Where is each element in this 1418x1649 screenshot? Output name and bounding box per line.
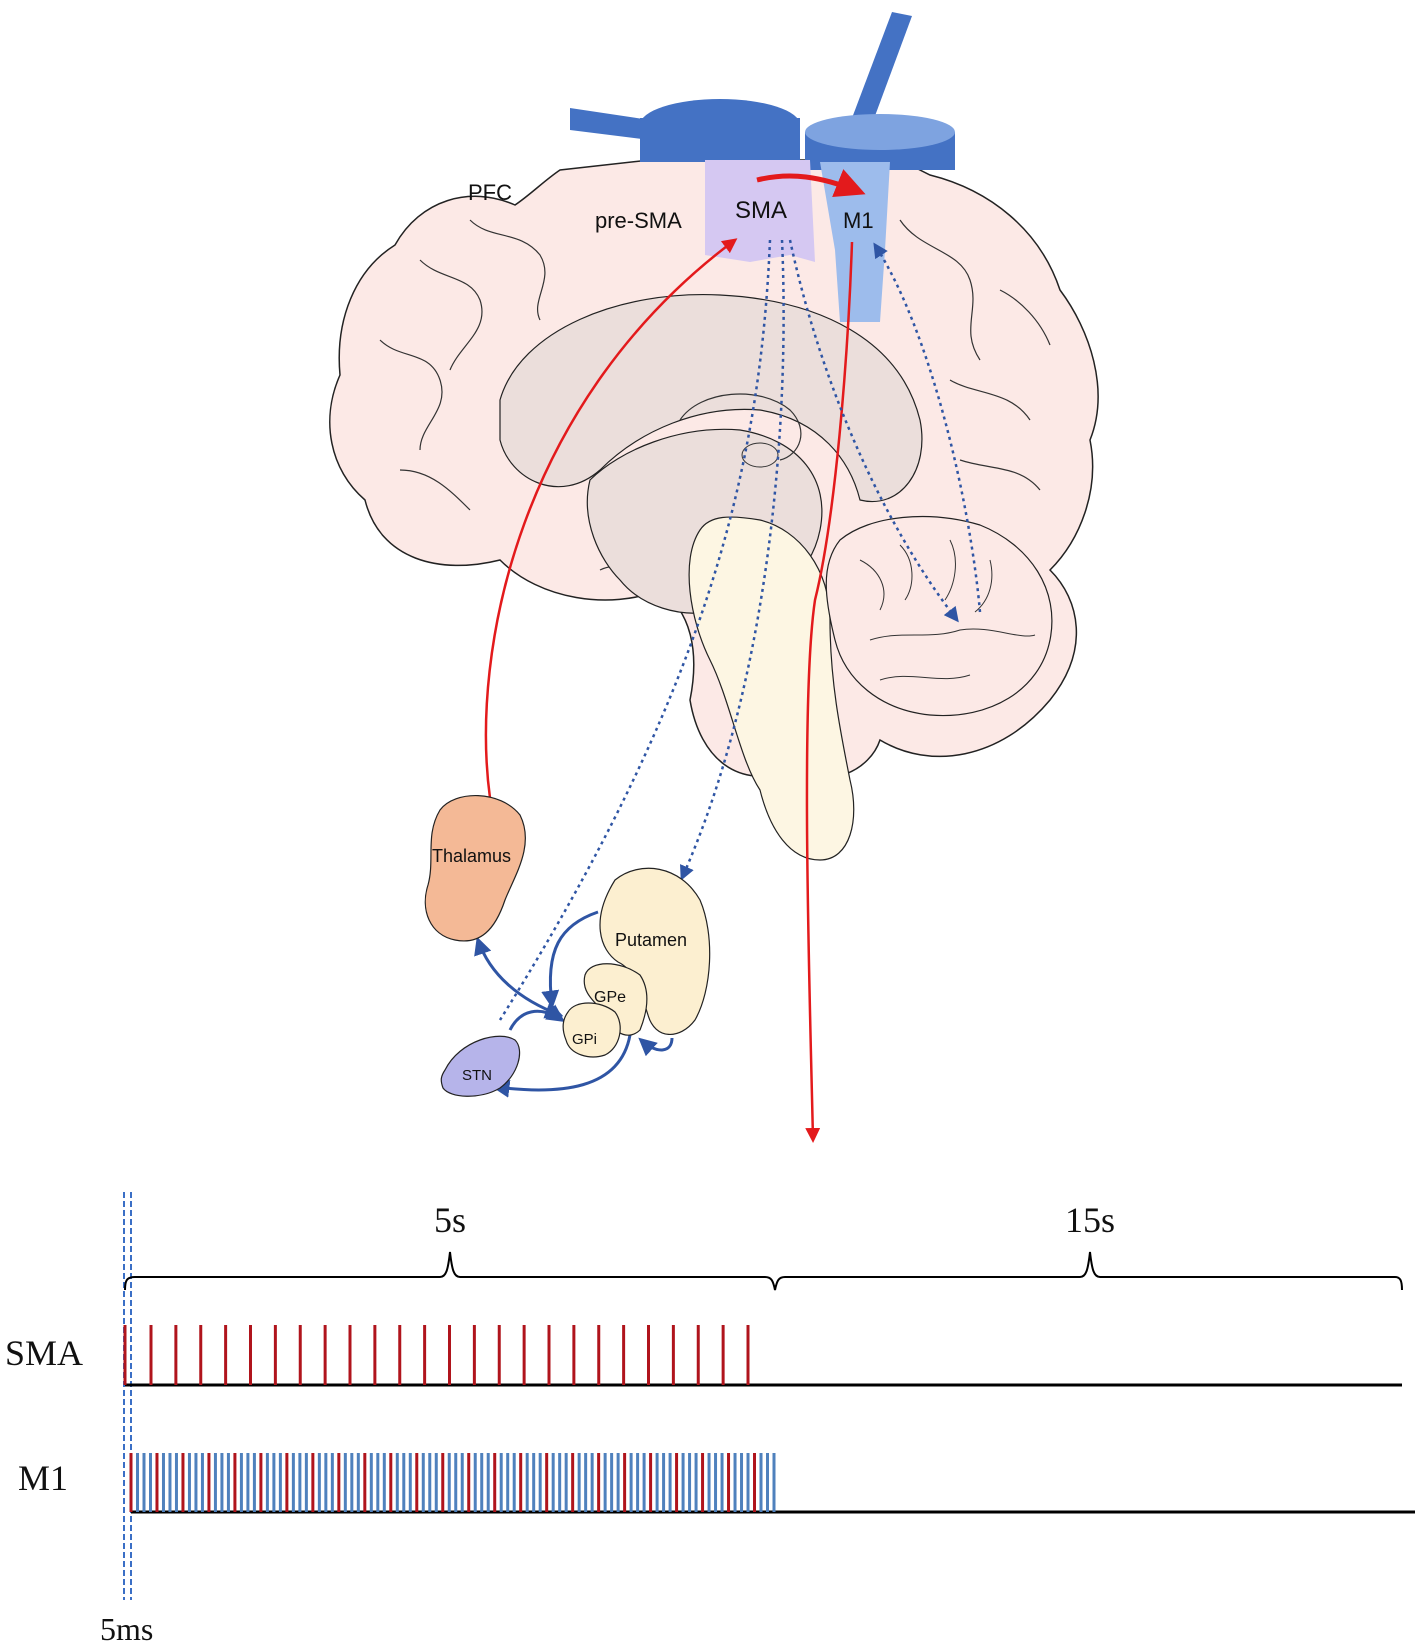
putamen-shape: [599, 867, 711, 1035]
gpe-to-stn-arrow: [491, 1034, 632, 1098]
thalamus-gpi-arrow: [474, 936, 564, 1019]
m1-corticospinal-arrow: [805, 241, 854, 1143]
gpi-label: GPi: [572, 1031, 597, 1048]
sma-to-stn-dotted: [498, 239, 772, 1021]
tms-coils: [570, 12, 955, 170]
coil-handle-right: [852, 12, 912, 124]
tick-label-5s: 5s: [434, 1200, 466, 1240]
stn-label: STN: [462, 1067, 492, 1084]
thalamus-shape: [424, 794, 526, 942]
fornix-curve: [679, 393, 802, 461]
coil-left-body: [640, 118, 800, 162]
sma-label: SMA: [735, 197, 787, 224]
putamen-label: Putamen: [615, 930, 687, 950]
row-label-m1: M1: [18, 1458, 68, 1498]
brainstem: [688, 516, 855, 861]
pre-sma-label: pre-SMA: [595, 208, 682, 233]
coil-handle-left: [570, 108, 650, 140]
stimulation-timeline: 5s 15s SMA M1 5ms: [5, 1192, 1415, 1647]
thalamus-inner: [741, 442, 779, 468]
sma-region: [705, 160, 815, 262]
gpi-shape: [562, 1002, 621, 1058]
gpe-label: GPe: [594, 989, 626, 1006]
sma-to-m1-arrow: [756, 169, 866, 198]
m1-pulse-train: [129, 1453, 776, 1512]
putamen-to-gpe-loop: [638, 1037, 674, 1057]
offset-label: 5ms: [100, 1611, 153, 1647]
connections: [474, 169, 982, 1143]
stn-shape: [440, 1035, 521, 1097]
basal-ganglia: [424, 794, 711, 1097]
pfc-label: PFC: [468, 180, 512, 205]
cerebellum-to-m1-dotted: [873, 242, 982, 613]
brain-diagram: [329, 159, 1099, 861]
cerebellum-folia: [859, 539, 1036, 681]
row-label-sma: SMA: [5, 1333, 83, 1373]
m1-region: [820, 162, 890, 322]
m1-label: M1: [843, 208, 874, 233]
tick-label-15s: 15s: [1065, 1200, 1115, 1240]
stn-to-gpi-arrow: [508, 1004, 565, 1031]
sma-pulse-train: [123, 1325, 750, 1385]
sma-to-cerebellum-dotted: [788, 239, 959, 623]
coil-top: [805, 114, 955, 150]
thalamus-label: Thalamus: [432, 846, 511, 866]
time-bracket: [124, 1251, 1403, 1291]
thalamus-to-sma-arrow: [484, 238, 738, 799]
cerebellum: [825, 515, 1053, 717]
